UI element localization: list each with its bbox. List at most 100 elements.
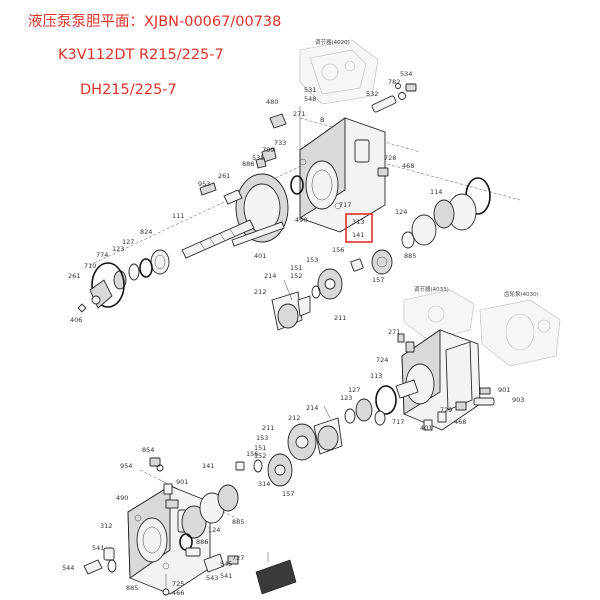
callout-label: 261 bbox=[218, 172, 230, 180]
callout-label: 824 bbox=[140, 228, 152, 236]
callout-label: 123 bbox=[112, 245, 124, 253]
callout-label: 953 bbox=[198, 180, 210, 188]
callout-label: 314 bbox=[258, 480, 270, 488]
callout-label: 901 bbox=[176, 478, 188, 486]
callout-label: 127 bbox=[122, 238, 134, 246]
gear-pump-label: 齿轮泵(4030) bbox=[504, 290, 539, 298]
callout-label: 214 bbox=[264, 272, 276, 280]
middle-pump-section bbox=[287, 329, 495, 461]
callout-label: 544 bbox=[62, 564, 74, 572]
callout-label: 531 bbox=[304, 86, 316, 94]
callout-label: 774 bbox=[96, 251, 108, 259]
callout-label: 903 bbox=[512, 396, 524, 404]
callout-label: 152 bbox=[254, 452, 266, 460]
callout-label: 725 bbox=[172, 580, 184, 588]
callout-label: 886 bbox=[196, 538, 208, 546]
callout-label: 789 bbox=[262, 146, 274, 154]
callout-label: 151 bbox=[290, 264, 302, 272]
top-callout-labels: 531 548 532 534 782 480 271 733 789 535 … bbox=[68, 70, 442, 324]
callout-label: 141 bbox=[202, 462, 214, 470]
callout-label: 545 bbox=[220, 560, 232, 568]
callout-label: 543 bbox=[206, 574, 218, 582]
middle-callout-labels: 271 724 113 901 903 214 123 127 212 211 … bbox=[254, 328, 524, 460]
diagram-title: 液压泵泵胆平面：XJBN-00067/00738 bbox=[28, 14, 282, 30]
callout-label: 157 bbox=[282, 490, 294, 498]
callout-label: 312 bbox=[100, 522, 112, 530]
callout-label: 151 bbox=[254, 444, 266, 452]
regulator-top-assembly: 调节器(4020) bbox=[299, 38, 379, 105]
callout-label: 717 bbox=[392, 418, 404, 426]
callout-label: 156 bbox=[332, 246, 344, 254]
callout-label: 885 bbox=[232, 518, 244, 526]
top-pump-section: 313 141 bbox=[77, 83, 521, 331]
callout-label: 541 bbox=[92, 544, 104, 552]
callout-label: 124 bbox=[395, 208, 407, 216]
callout-label: 901 bbox=[498, 386, 510, 394]
callout-label: 123 bbox=[340, 394, 352, 402]
callout-label: 153 bbox=[306, 256, 318, 264]
highlight-box bbox=[345, 213, 373, 243]
callout-label: 480 bbox=[266, 98, 278, 106]
callout-label: 401 bbox=[420, 424, 432, 432]
callout-label: 271 bbox=[388, 328, 400, 336]
callout-label: 541 bbox=[220, 572, 232, 580]
highlight-label-141: 141 bbox=[352, 231, 364, 239]
spring-seat bbox=[371, 249, 393, 275]
callout-label: 535 bbox=[252, 154, 264, 162]
callout-label: 782 bbox=[388, 78, 400, 86]
callout-label: 157 bbox=[372, 276, 384, 284]
bottom-pump-section bbox=[83, 453, 297, 596]
callout-label: 885 bbox=[404, 252, 416, 260]
relief-valve-block bbox=[255, 559, 297, 595]
callout-label: 111 bbox=[172, 212, 184, 220]
callout-label: 728 bbox=[384, 154, 396, 162]
pump-model: K3V112DT R215/225-7 bbox=[58, 47, 224, 63]
callout-label: 466 bbox=[172, 589, 184, 597]
callout-label: 724 bbox=[376, 356, 388, 364]
callout-label: 534 bbox=[400, 70, 412, 78]
regulator-mid-label: 调节器(4033) bbox=[414, 285, 449, 293]
callout-label: 211 bbox=[262, 424, 274, 432]
gear-pump-assembly: 齿轮泵(4030) bbox=[479, 290, 561, 367]
callout-label: 729 bbox=[440, 406, 452, 414]
callout-label: 717 bbox=[339, 201, 351, 209]
callout-label: 886 bbox=[242, 160, 254, 168]
callout-label: 156 bbox=[246, 450, 258, 458]
callout-label: 212 bbox=[254, 288, 266, 296]
callout-label: 214 bbox=[306, 404, 318, 412]
callout-label: 114 bbox=[430, 188, 442, 196]
callout-label: 733 bbox=[274, 139, 286, 147]
callout-label: 954 bbox=[120, 462, 132, 470]
callout-label: 885 bbox=[126, 584, 138, 592]
callout-label: 532 bbox=[366, 90, 378, 98]
callout-label: 113 bbox=[370, 372, 382, 380]
callout-label: 727 bbox=[232, 554, 244, 562]
callout-label: 406 bbox=[70, 316, 82, 324]
callout-label: 468 bbox=[454, 418, 466, 426]
regulator-mid-assembly: 调节器(4033) bbox=[403, 285, 475, 341]
callout-label: 854 bbox=[142, 446, 154, 454]
callout-label: 710 bbox=[84, 262, 96, 270]
highlight-label-313: 313 bbox=[352, 218, 364, 226]
callout-label: 211 bbox=[334, 314, 346, 322]
callout-label: 490 bbox=[116, 494, 128, 502]
callout-label: 261 bbox=[68, 272, 80, 280]
callout-label: B bbox=[320, 116, 324, 124]
callout-label: 468 bbox=[402, 162, 414, 170]
callout-label: 124 bbox=[208, 526, 220, 534]
bottom-callout-labels: 854 901 954 490 312 124 886 885 541 544 … bbox=[62, 446, 294, 597]
callout-label: 401 bbox=[254, 252, 266, 260]
callout-label: 490 bbox=[295, 216, 307, 224]
callout-label: 548 bbox=[304, 95, 316, 103]
callout-label: 212 bbox=[288, 414, 300, 422]
drive-shaft bbox=[181, 219, 255, 259]
regulator-top-label: 调节器(4020) bbox=[315, 38, 350, 46]
callout-label: 152 bbox=[290, 272, 302, 280]
housing-seal-ring bbox=[91, 262, 125, 308]
machine-model: DH215/225-7 bbox=[80, 82, 177, 98]
callout-label: 153 bbox=[256, 434, 268, 442]
callout-label: 271 bbox=[293, 110, 305, 118]
callout-label: 127 bbox=[348, 386, 360, 394]
